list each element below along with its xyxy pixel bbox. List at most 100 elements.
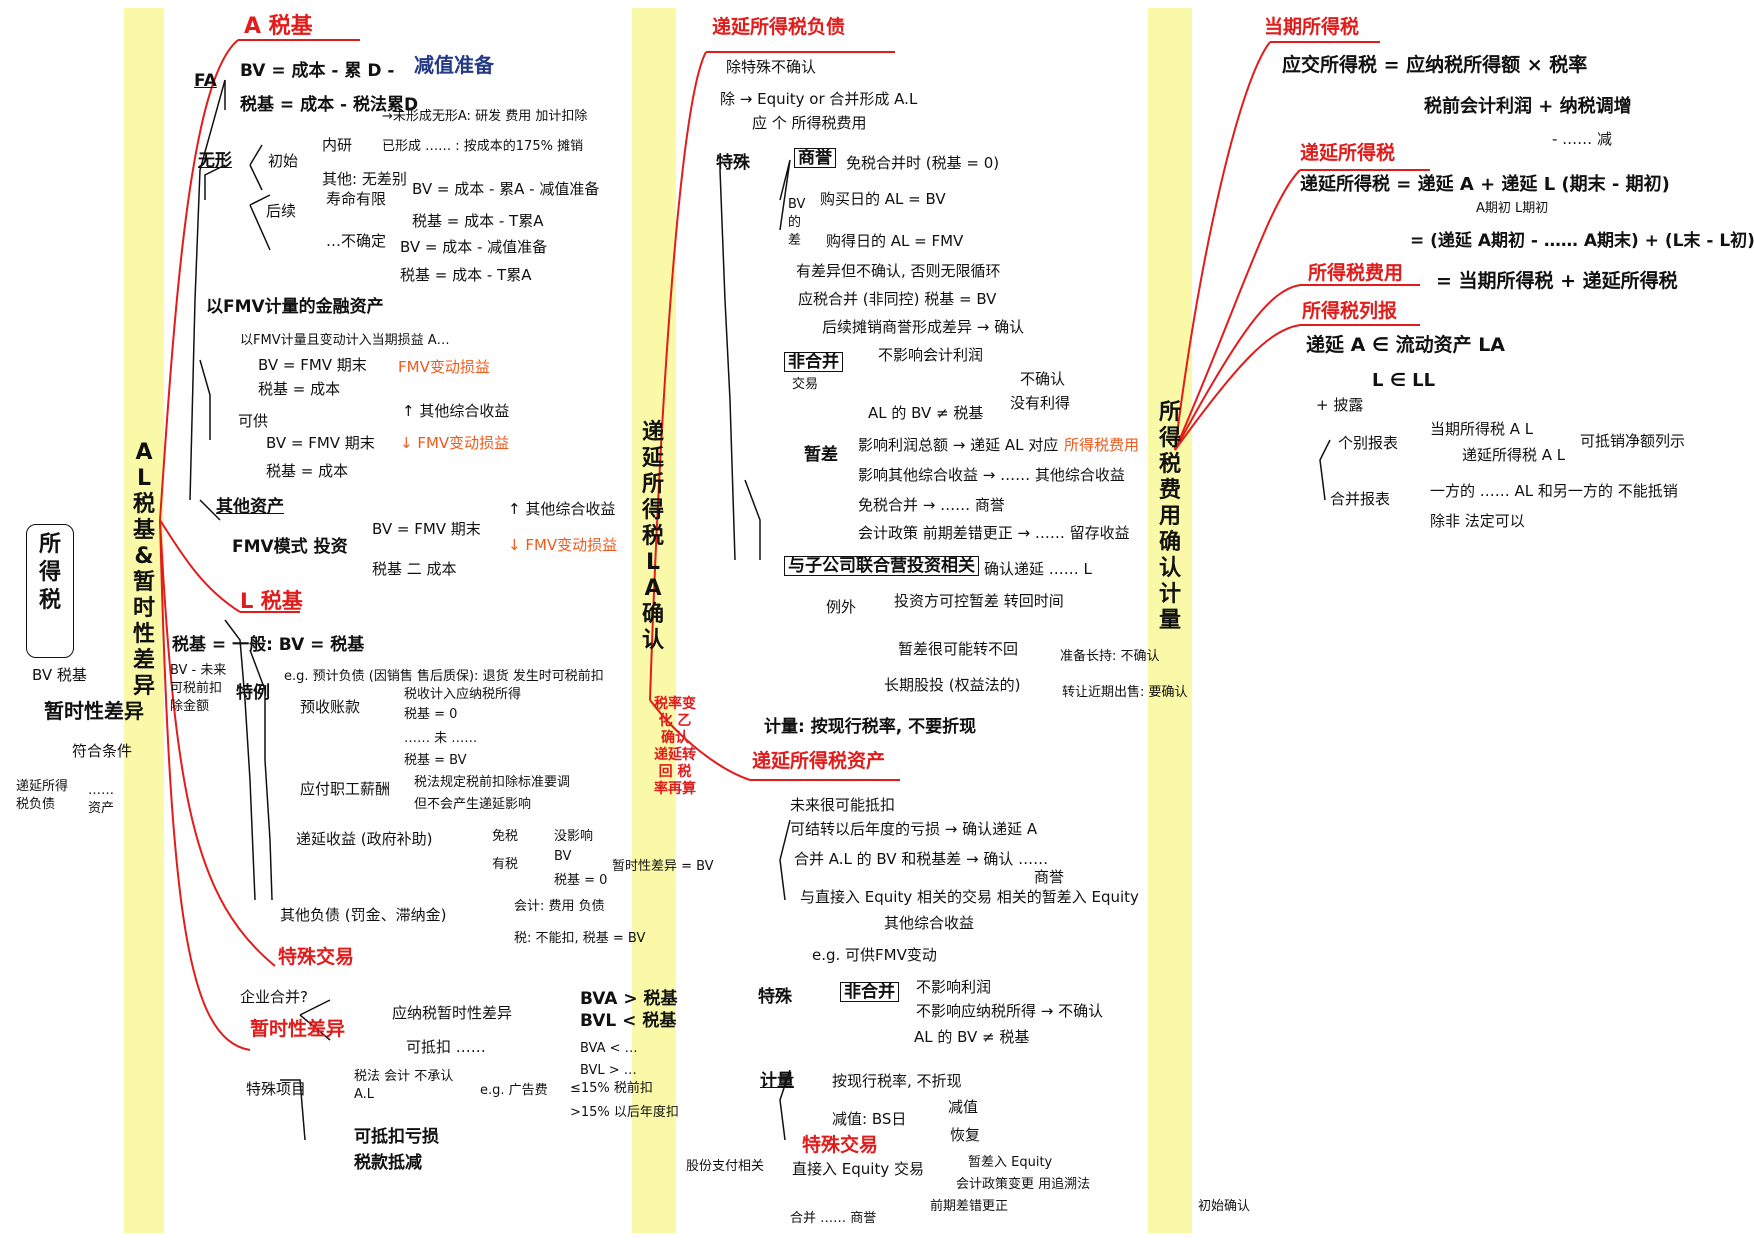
taxable-temp-diff: 应纳税暂时性差异 <box>392 1004 513 1022</box>
dtl-title: 递延所得税负债 <box>712 16 846 38</box>
nc-3: AL 的 BV ≠ 税基 <box>914 1028 1030 1046</box>
report-l: L ∈ LL <box>1372 370 1436 391</box>
share-payment: 股份支付相关 <box>686 1159 765 1174</box>
invest-sub-box: 与子公司联合营投资相关 <box>784 556 979 576</box>
root-dtl: 递延所得 税负债 <box>16 779 69 812</box>
goodwill-note: 免税合并时 (税基 = 0) <box>846 154 1000 172</box>
de-2: 会计政策变更 用追溯法 <box>956 1177 1091 1192</box>
combination: 企业合并? <box>240 988 308 1006</box>
current-tax-eq-3: - …… 减 <box>1552 130 1612 148</box>
no-profit-impact: 不影响会计利润 <box>878 346 984 364</box>
fvpl-sub: 以FMV计量且变动计入当期损益 A… <box>240 333 450 348</box>
dta-3b: 商誉 <box>1034 868 1065 886</box>
root-bv-base: BV 税基 <box>32 666 87 684</box>
exempt-combination: 免税合并 → …… 商誉 <box>858 496 1005 514</box>
di-bv: BV <box>554 849 572 864</box>
dta-4b: 其他综合收益 <box>884 914 975 932</box>
measure-1: 计量: 按现行税率, 不要折现 <box>764 717 977 737</box>
deferred-income: 递延收益 (政府补助) <box>296 830 433 848</box>
fvpl-tax: 税基 = 成本 <box>258 380 341 398</box>
income-tax-note: 应 个 所得税费用 <box>752 114 867 132</box>
lti-hold: 准备长持: 不确认 <box>1060 649 1160 664</box>
purchased-al-2: 购得日的 AL = FMV <box>826 232 964 250</box>
indefinite-label: …不确定 <box>326 232 387 250</box>
trade-label: 交易 <box>792 377 819 392</box>
root-title: 所得税 <box>26 524 74 658</box>
fa-label: FA <box>194 71 217 91</box>
ip-change: ↓ FMV变动损益 <box>508 536 618 554</box>
measure-2: 计量 <box>760 1071 794 1091</box>
invest-note: 确认递延 …… L <box>984 560 1092 578</box>
purchased-al: 购买日的 AL = BV <box>820 190 946 208</box>
adv-1: 税收计入应纳税所得 <box>404 687 522 702</box>
gt15: >15% 以后年度扣 <box>570 1105 679 1120</box>
non-combination-box: 非合并 <box>784 352 843 372</box>
fa-bv: BV = 成本 - 累 D - <box>240 61 395 81</box>
initial-label: 初始 <box>268 152 299 170</box>
expense-eq: = 当期所得税 + 递延所得税 <box>1436 270 1678 292</box>
fvoci-tax: 税基 = 成本 <box>266 462 349 480</box>
di-exempt: 免税 <box>492 829 519 844</box>
fvpl-change: FMV变动损益 <box>398 358 490 376</box>
payroll-note-2: 但不会产生递延影响 <box>414 797 532 812</box>
deferred-tax-title: 递延所得税 <box>1300 142 1396 164</box>
special-2-label: 特殊 <box>716 153 750 173</box>
dt-expense: 所得税费用 <box>1064 436 1140 454</box>
special-trade-title: 特殊交易 <box>802 1134 879 1156</box>
indef-bv: BV = 成本 - 减值准备 <box>400 238 548 256</box>
deferred-tax-sub: A期初 L期初 <box>1476 201 1549 216</box>
dta-5: e.g. 可供FMV变动 <box>812 946 937 964</box>
policy-change: 会计政策 前期差错更正 → …… 留存收益 <box>858 524 1130 542</box>
current-tax-eq: 应交所得税 = 应纳税所得额 × 税率 <box>1282 54 1588 76</box>
not-recognized: 不确认 <box>1020 370 1066 388</box>
other-liabilities: 其他负债 (罚金、滞纳金) <box>280 906 447 924</box>
payroll-note: 税法规定税前扣除标准要调 <box>414 775 571 790</box>
fvpl-bv: BV = FMV 期末 <box>258 356 367 374</box>
branch-expense: 所得税费用确认计量 <box>1158 400 1181 633</box>
loss-carryforward: 可抵扣亏损 <box>354 1127 439 1147</box>
highlight-band-3 <box>1148 8 1192 1233</box>
de-1: 暂差入 Equity <box>968 1155 1053 1170</box>
consolidated-note-2: 除非 法定可以 <box>1430 512 1525 530</box>
temp-2-label: 暂差 <box>804 445 838 465</box>
individual-note-2: 递延所得税 A L <box>1462 446 1566 464</box>
bva-lt: BVA < … <box>580 1041 638 1056</box>
bv-diff: BV 的 差 <box>788 197 806 248</box>
de-4: 初始确认 <box>1198 1199 1251 1214</box>
ol-acct: 会计: 费用 负债 <box>514 899 605 914</box>
individual-offset: 可抵销净额列示 <box>1580 432 1686 450</box>
temp-diff-title: 暂时性差异 <box>250 1018 346 1040</box>
goodwill-box: 商誉 <box>794 148 836 168</box>
report-eq: 递延 A ∈ 流动资产 LA <box>1306 334 1506 356</box>
special-items-title: 特殊交易 <box>278 946 355 968</box>
bvl-gt: BVL > … <box>580 1063 637 1078</box>
di-no-impact: 没影响 <box>554 829 594 844</box>
adv-2: 税基 = 0 <box>404 707 458 722</box>
de-3: 前期差错更正 <box>930 1199 1009 1214</box>
measure-2-2: 减值: BS日 <box>832 1110 907 1128</box>
differ-note: 有差异但不确认, 否则无限循环 <box>796 262 1001 280</box>
al-bv-neq: AL 的 BV ≠ 税基 <box>868 404 984 422</box>
ip-tax: 税基 二 成本 <box>372 560 457 578</box>
finite-tax: 税基 = 成本 - T累A <box>412 212 544 230</box>
advance-receipts: 预收账款 <box>300 698 361 716</box>
deferred-tax-eq-2: = (递延 A期初 - …… A期末) + (L末 - L初) <box>1410 231 1754 251</box>
fvoci-bv: BV = FMV 期末 <box>266 434 375 452</box>
payroll: 应付职工薪酬 <box>300 780 391 798</box>
dta-4: 与直接入 Equity 相关的交易 相关的暂差入 Equity <box>800 888 1139 906</box>
exception: 例外 <box>826 598 857 616</box>
nc-1: 不影响利润 <box>916 978 992 996</box>
individual-note: 当期所得税 A L <box>1430 420 1534 438</box>
lti-sell: 转让近期出售: 要确认 <box>1062 685 1188 700</box>
except: 除特殊不确认 <box>726 58 817 76</box>
internal-label: 内研 <box>322 136 353 154</box>
ol-tax: 税: 不能扣, 税基 = BV <box>514 931 646 946</box>
le15: ≤15% 税前扣 <box>570 1081 653 1096</box>
direct-equity: 直接入 Equity 交易 <box>792 1160 924 1178</box>
highlight-band-2 <box>632 8 676 1233</box>
deferred-tax-eq: 递延所得税 = 递延 A + 递延 L (期末 - 期初) <box>1300 174 1670 195</box>
l-tax-base-title: L 税基 <box>240 589 303 613</box>
fa-bv-impairment: 减值准备 <box>414 53 494 77</box>
fa-tax: 税基 = 成本 - 税法累D <box>240 95 419 115</box>
